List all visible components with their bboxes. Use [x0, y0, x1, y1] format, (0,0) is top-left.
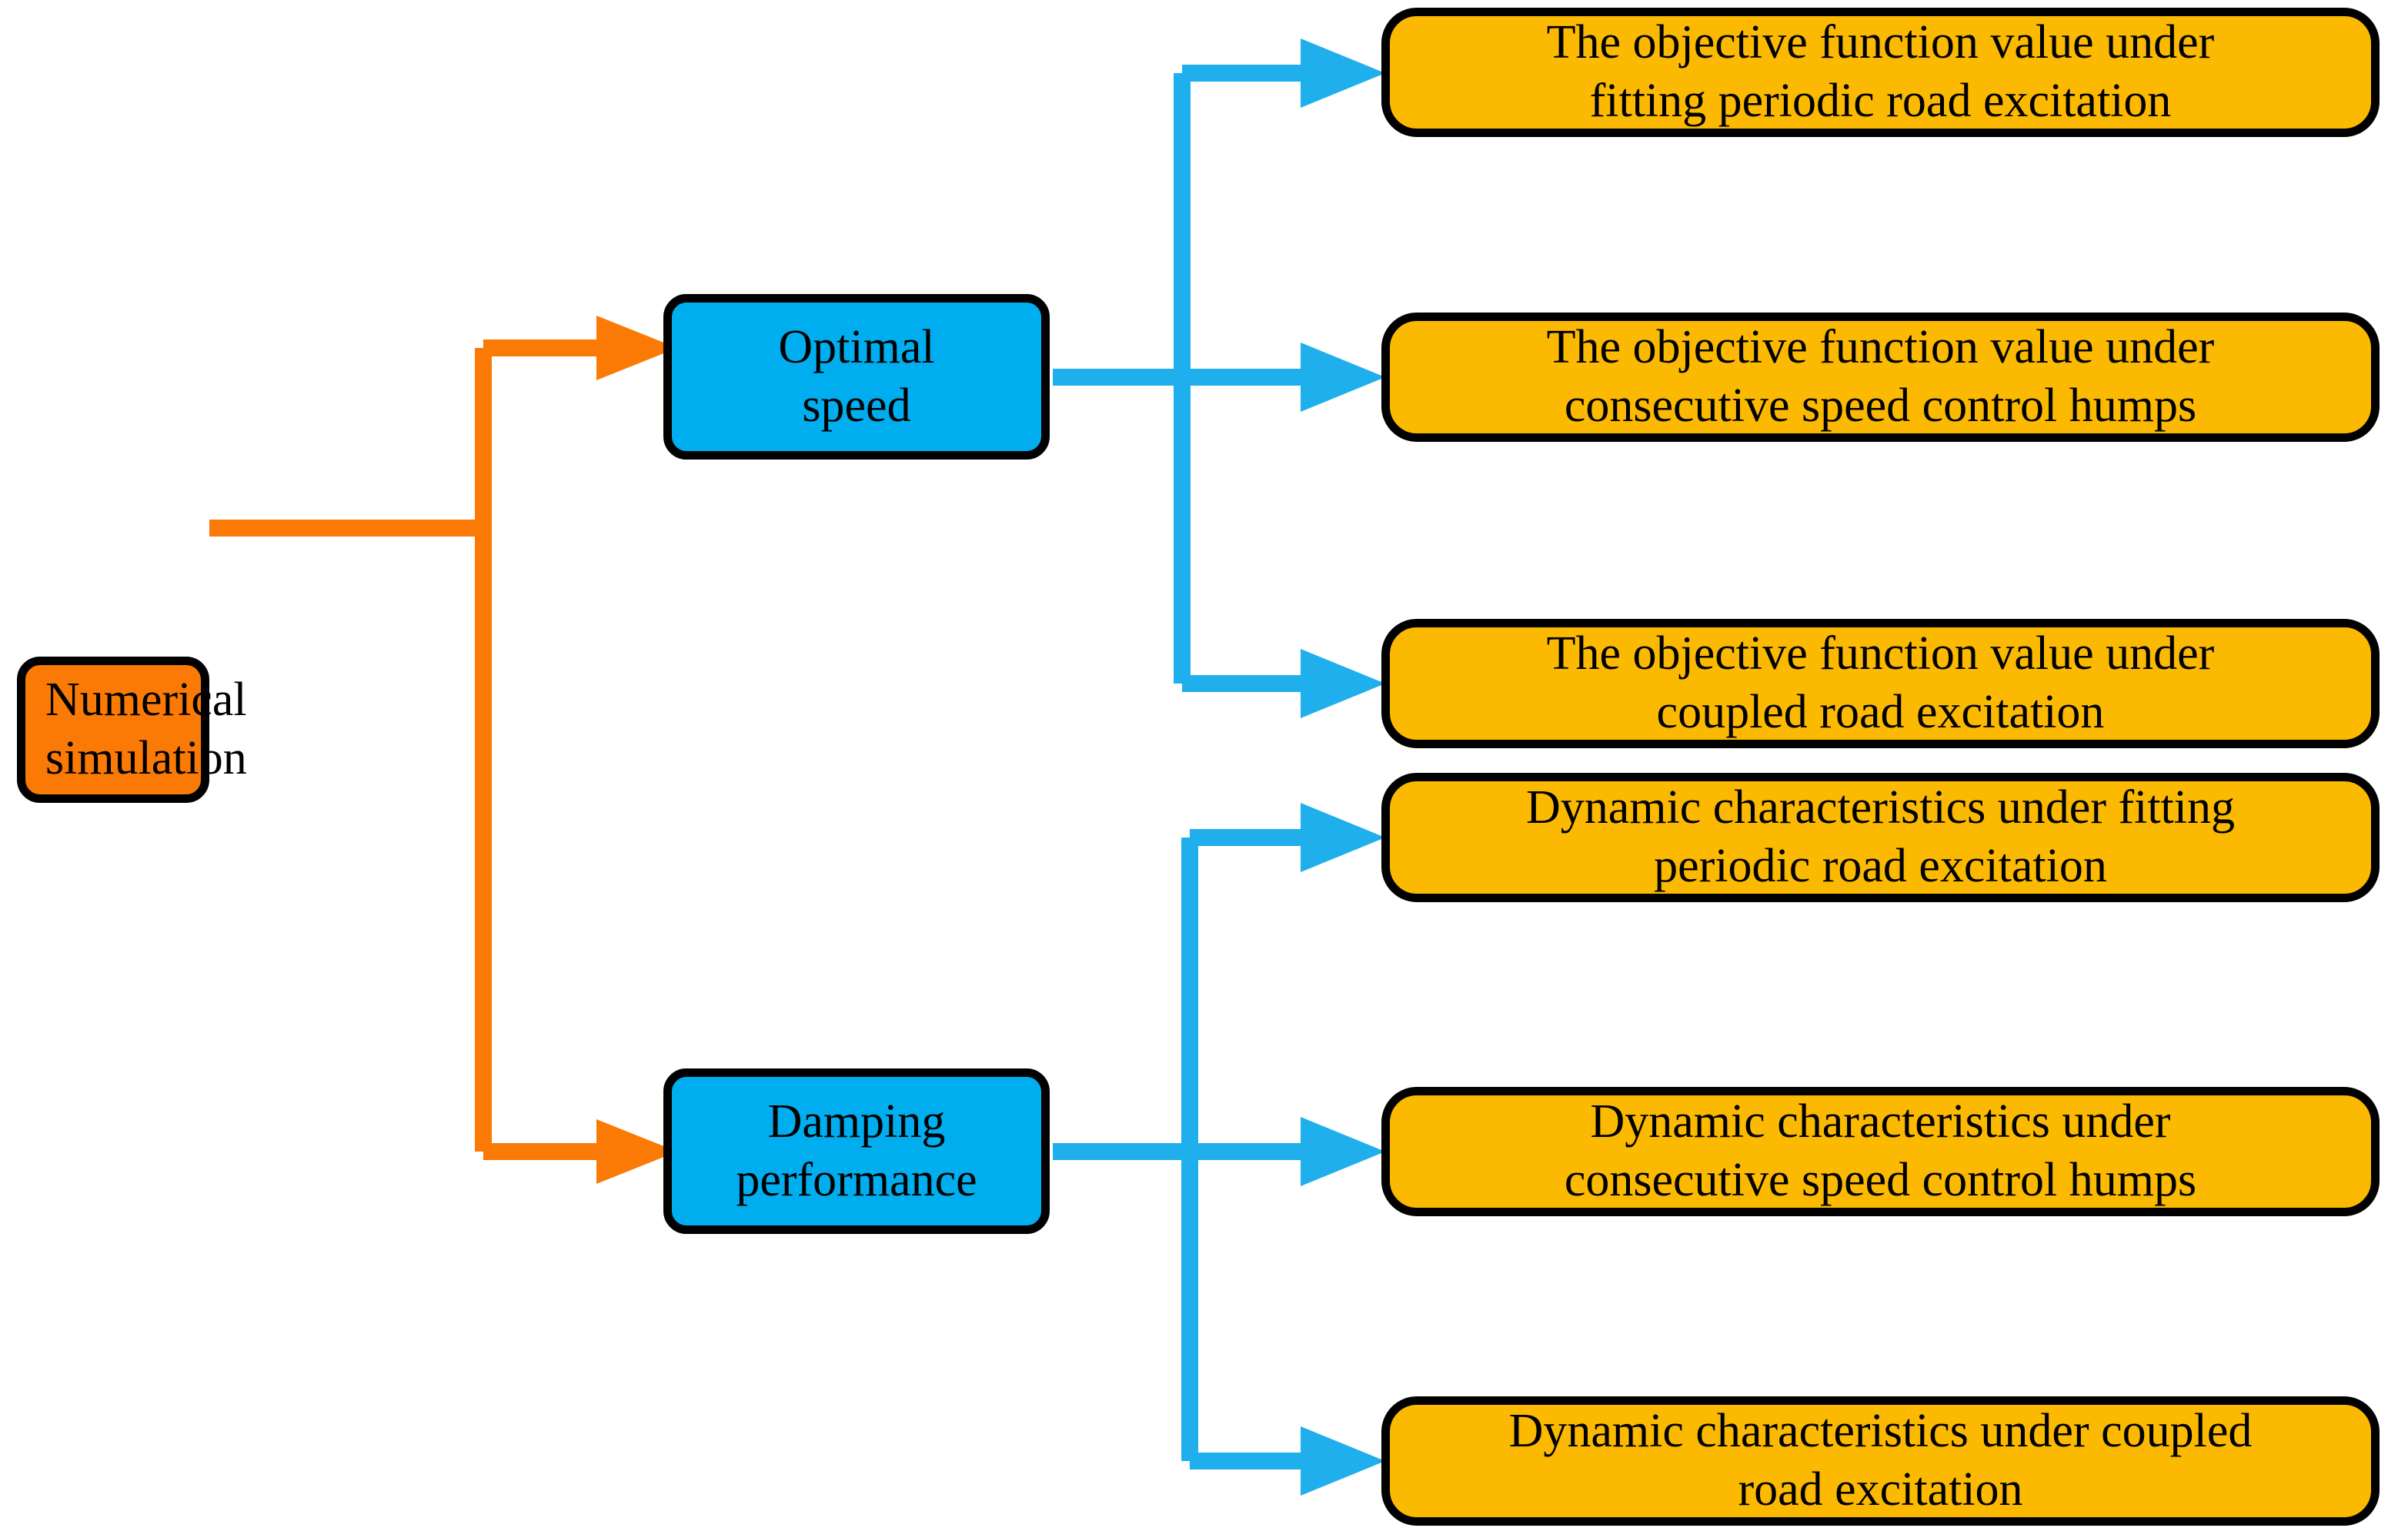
blue-connector-group-upper: [1053, 38, 1385, 718]
blue-arrowhead-leaf-2: [1301, 343, 1385, 412]
blue-arrowhead-leaf-6: [1301, 1426, 1385, 1496]
orange-arrowhead-top: [596, 316, 677, 380]
blue-arrowhead-leaf-1: [1301, 38, 1385, 108]
blue-arrowhead-leaf-3: [1301, 649, 1385, 718]
blue-arrowhead-leaf-4: [1301, 803, 1385, 872]
blue-arrowhead-leaf-5: [1301, 1117, 1385, 1186]
orange-arrowhead-bottom: [596, 1119, 677, 1184]
blue-connector-group-lower: [1053, 803, 1385, 1496]
orange-connector-group: [209, 316, 677, 1184]
